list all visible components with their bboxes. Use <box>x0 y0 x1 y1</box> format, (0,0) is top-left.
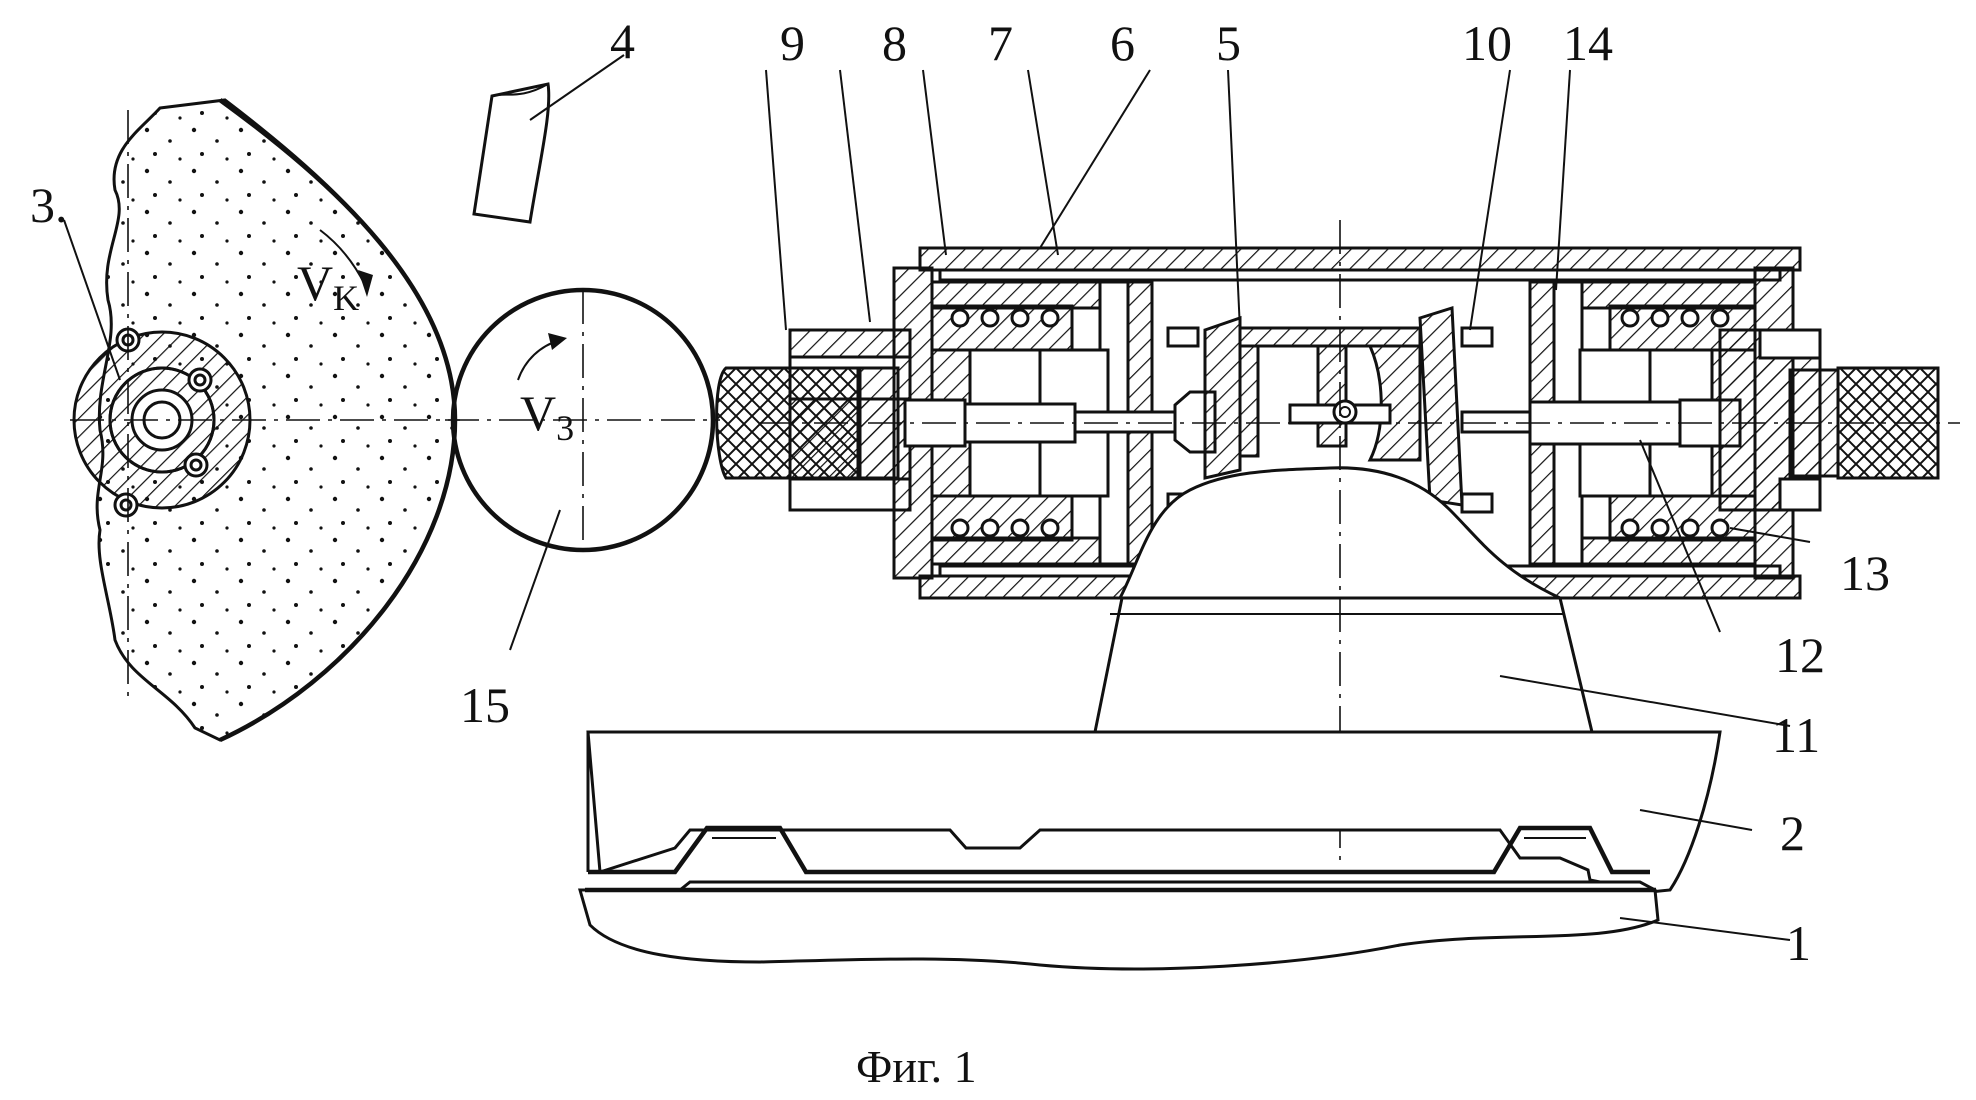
label-8: 8 <box>882 15 907 71</box>
label-4: 4 <box>610 13 635 69</box>
label-7: 7 <box>988 15 1013 71</box>
label-5: 5 <box>1216 15 1241 71</box>
right-spindle <box>1720 330 1938 510</box>
carriage <box>588 732 1720 892</box>
label-13: 13 <box>1840 545 1890 601</box>
figure-caption: Фиг. 1 <box>856 1041 977 1092</box>
label-3: 3. <box>30 177 68 233</box>
label-14: 14 <box>1563 15 1613 71</box>
machine-bed <box>580 882 1658 969</box>
ball-rotation-arrow <box>518 333 567 380</box>
label-2: 2 <box>1780 805 1805 861</box>
label-10: 10 <box>1462 15 1512 71</box>
label-9: 9 <box>780 15 805 71</box>
pedestal <box>1095 598 1592 732</box>
dressing-tool <box>474 84 549 222</box>
label-1: 1 <box>1786 915 1811 971</box>
label-15: 15 <box>460 677 510 733</box>
label-11: 11 <box>1772 707 1820 763</box>
label-12: 12 <box>1775 627 1825 683</box>
left-spindle <box>717 330 910 510</box>
label-6: 6 <box>1110 15 1135 71</box>
ball-velocity-label: V3 <box>520 385 574 448</box>
